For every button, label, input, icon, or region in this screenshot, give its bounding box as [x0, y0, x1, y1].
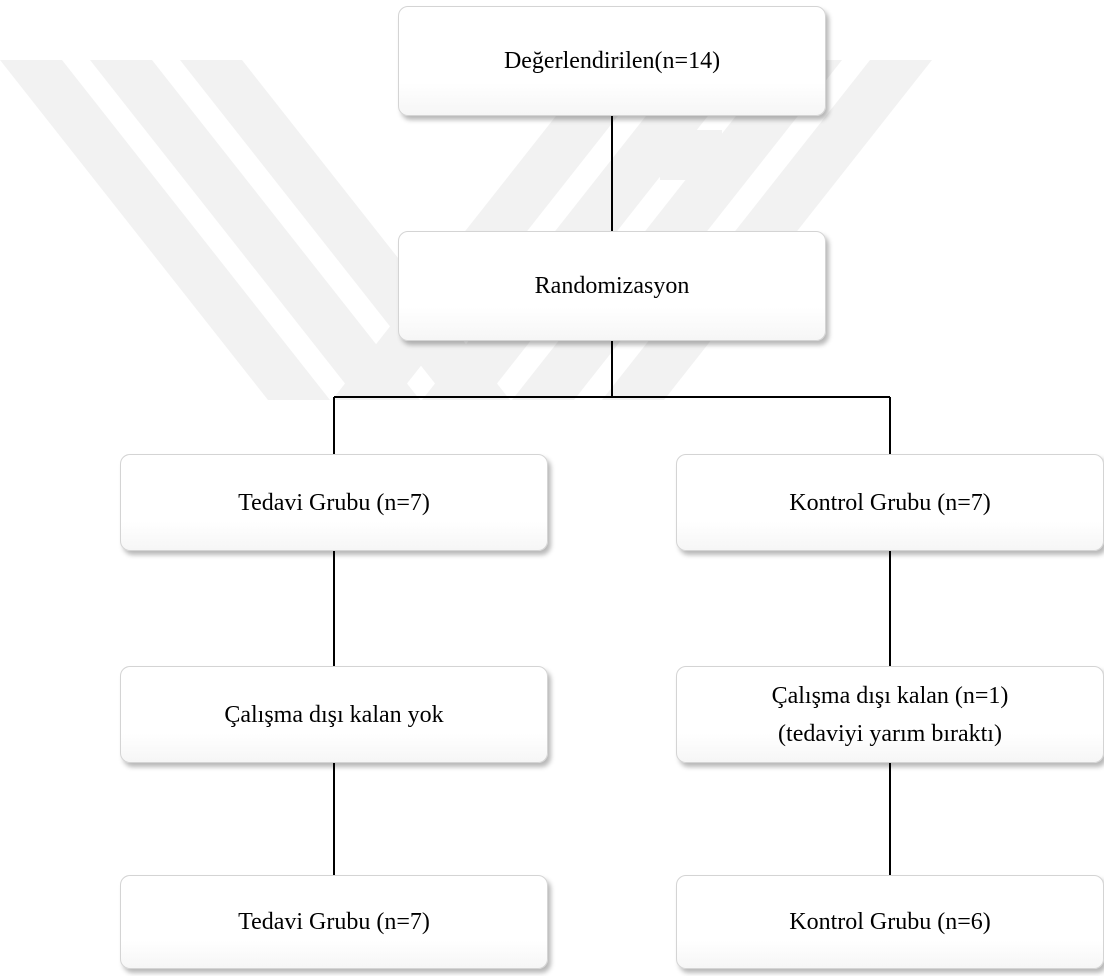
- treatment-excluded-box: Çalışma dışı kalan yok: [120, 666, 548, 763]
- assessed-box: Değerlendirilen(n=14): [398, 6, 826, 116]
- control-group-label: Kontrol Grubu (n=7): [789, 489, 991, 516]
- assessed-label: Değerlendirilen(n=14): [503, 48, 721, 74]
- control-group-box: Kontrol Grubu (n=7): [676, 454, 1104, 551]
- randomization-box: Randomizasyon: [398, 231, 826, 341]
- control-excluded-label-line2: (tedaviyi yarım bıraktı): [778, 720, 1002, 747]
- treatment-excluded-label: Çalışma dışı kalan yok: [224, 701, 444, 728]
- control-final-label: Kontrol Grubu (n=6): [789, 909, 991, 935]
- randomization-label: Randomizasyon: [534, 273, 690, 299]
- treatment-group-box: Tedavi Grubu (n=7): [120, 454, 548, 551]
- treatment-final-label: Tedavi Grubu (n=7): [238, 909, 430, 935]
- treatment-group-label: Tedavi Grubu (n=7): [238, 489, 430, 516]
- control-excluded-label-line1: Çalışma dışı kalan (n=1): [771, 682, 1009, 709]
- control-excluded-box: Çalışma dışı kalan (n=1) (tedaviyi yarım…: [676, 666, 1104, 763]
- control-final-box: Kontrol Grubu (n=6): [676, 875, 1104, 969]
- treatment-final-box: Tedavi Grubu (n=7): [120, 875, 548, 969]
